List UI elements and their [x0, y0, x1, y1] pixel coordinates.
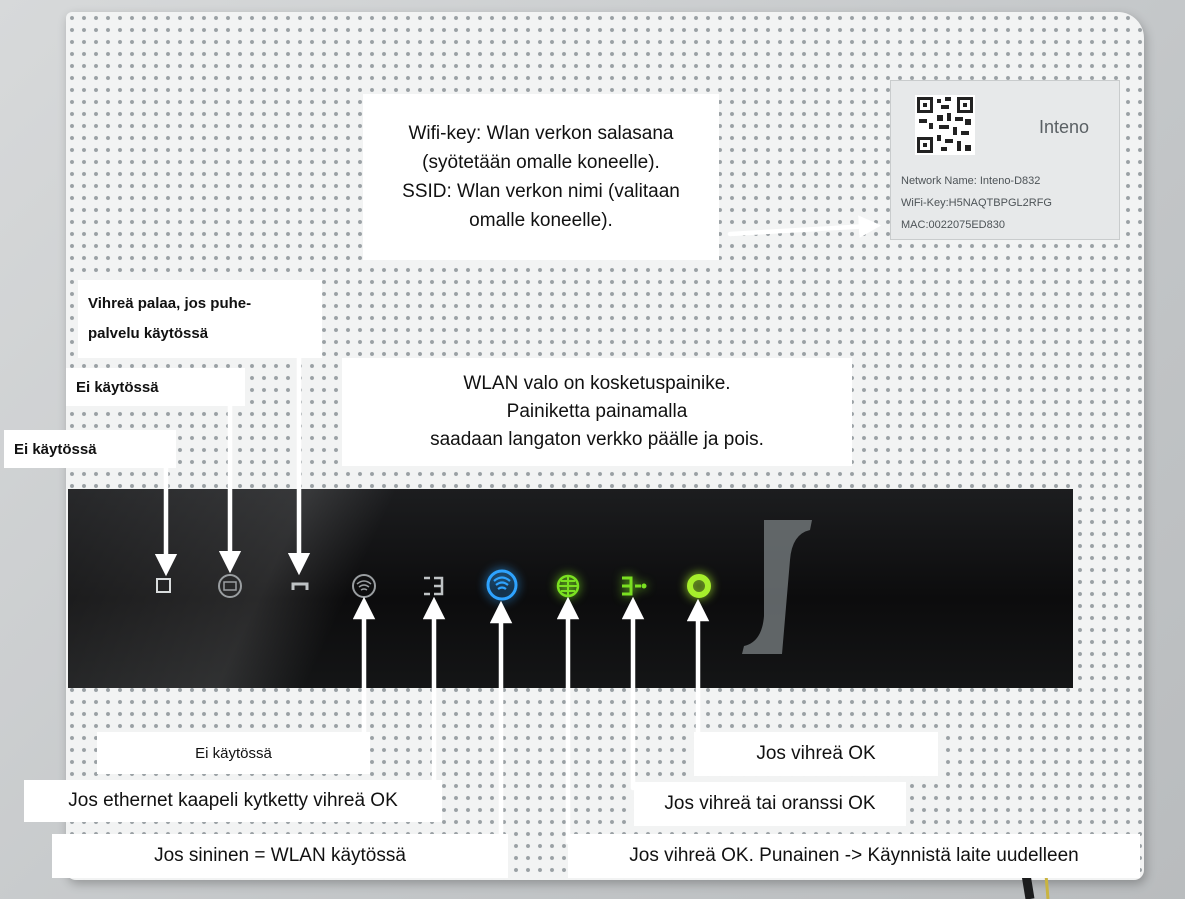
ethernet-led-icon	[424, 576, 444, 596]
callout-ethernet: Jos ethernet kaapeli kytketty vihreä OK	[24, 780, 442, 822]
broadband-led-icon	[622, 576, 647, 596]
qr-code-icon	[915, 95, 975, 155]
callout-internet-ok: Jos vihreä tai oranssi OK	[634, 782, 906, 826]
callout-power-ok: Jos vihreä OK	[694, 732, 938, 776]
sticker-wifi-key: WiFi-Key:H5NAQTBPGL2RFG	[901, 197, 1052, 209]
sticker-mac: MAC:0022075ED830	[901, 219, 1005, 231]
callout-unused-second: Ei käytössä	[66, 368, 245, 406]
globe-led-icon	[556, 574, 580, 598]
brand-logo-icon	[742, 520, 812, 654]
callout-voice-led: Vihreä palaa, jos puhe- palvelu käytössä	[78, 280, 322, 358]
callout-unused-first: Ei käytössä	[4, 430, 176, 468]
sticker-network-name: Network Name: Inteno-D832	[901, 175, 1041, 187]
power-led-icon	[687, 574, 711, 598]
phone-line-led-icon	[218, 574, 242, 598]
callout-wlan-button: WLAN valo on kosketuspainike. Painiketta…	[342, 358, 852, 466]
device-label-sticker: Inteno Network Name: Inteno-D832 WiFi-Ke…	[890, 80, 1120, 240]
callout-wlan-status: Jos sininen = WLAN käytössä	[52, 834, 508, 878]
callout-broadband: Jos vihreä OK. Punainen -> Käynnistä lai…	[568, 834, 1140, 878]
wlan-led-icon	[486, 569, 518, 601]
callout-unused-lower: Ei käytössä	[97, 732, 370, 774]
callout-wifi-info: Wifi-key: Wlan verkon salasana (syötetää…	[363, 94, 719, 260]
sticker-brand: Inteno	[1039, 117, 1090, 137]
handset-led-icon	[291, 582, 309, 590]
wifi-circle-led-icon	[352, 574, 376, 598]
square-led-icon	[156, 578, 171, 593]
